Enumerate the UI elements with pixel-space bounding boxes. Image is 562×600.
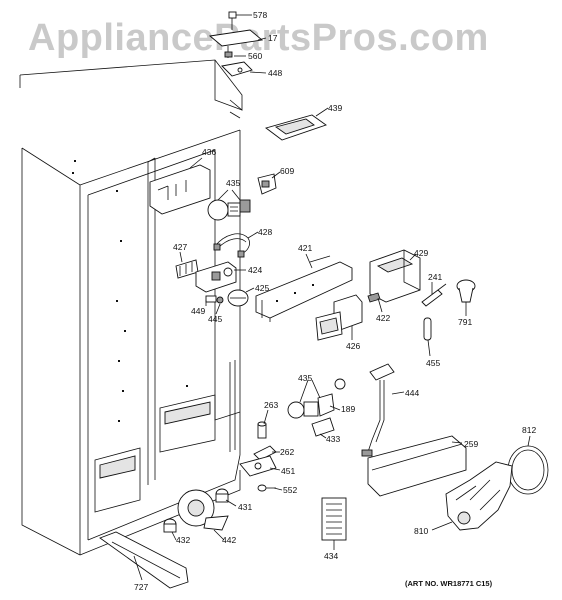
label-422: 422 [376,313,390,323]
part-791-knob [456,279,476,303]
part-425-knob [227,289,249,307]
label-263: 263 [264,400,278,410]
part-427-connector [175,259,199,279]
part-429-control [369,249,421,303]
label-428: 428 [258,227,272,237]
label-432: 432 [176,535,190,545]
label-241: 241 [428,272,442,282]
part-439-shield [265,114,327,141]
label-560: 560 [248,51,262,61]
part-727-trim [99,531,189,589]
label-262: 262 [280,447,294,457]
part-259-cover [367,435,467,497]
label-449: 449 [191,306,205,316]
label-421: 421 [298,243,312,253]
hinge-assembly [208,11,264,77]
part-445-light [216,296,224,304]
part-424-switch-assembly [195,261,237,293]
label-810: 810 [414,526,428,536]
label-439: 439 [328,103,342,113]
part-241-sensor [421,283,447,307]
label-425: 425 [255,283,269,293]
part-552-screw [257,484,276,492]
part-428-harness [213,233,250,258]
label-17: 17 [268,33,278,43]
part-labels: 578 17 560 448 439 436 609 435 428 427 4… [134,10,536,592]
part-455-tube [423,317,432,341]
part-810-shroud [445,461,513,531]
art-number: (ART NO. WR18771 C15) [405,579,493,588]
part-451-bracket [239,455,277,477]
part-434-grille [321,497,347,541]
part-433-socket [311,417,335,437]
part-449-clip [205,295,217,303]
part-435-bulb-lower [287,378,346,419]
part-812-hose [507,445,549,495]
label-429: 429 [414,248,428,258]
part-435-bulb-upper [207,199,251,221]
part-422-clip [367,292,381,303]
part-432-bushing [163,518,177,533]
label-435-upper: 435 [226,178,240,188]
label-431: 431 [238,502,252,512]
label-552: 552 [283,485,297,495]
label-424: 424 [248,265,262,275]
part-431-knob [215,488,229,503]
part-609-socket [257,173,277,195]
label-445: 445 [208,314,222,324]
label-433: 433 [326,434,340,444]
label-727: 727 [134,582,148,592]
label-426: 426 [346,341,360,351]
label-448: 448 [268,68,282,78]
part-442-damper [177,489,229,531]
label-791: 791 [458,317,472,327]
label-442: 442 [222,535,236,545]
label-812: 812 [522,425,536,435]
part-444-cable [361,363,395,457]
label-451: 451 [281,466,295,476]
label-259: 259 [464,439,478,449]
part-263-fitting [257,421,267,439]
label-436: 436 [202,147,216,157]
label-444: 444 [405,388,419,398]
label-435-lower: 435 [298,373,312,383]
part-421-housing [255,255,353,322]
part-426-module [315,294,363,341]
label-455: 455 [426,358,440,368]
label-578: 578 [253,10,267,20]
part-436-light-housing [149,164,211,215]
label-434: 434 [324,551,338,561]
leader-lines [133,14,531,581]
label-609: 609 [280,166,294,176]
cabinet-liner [19,59,243,556]
label-427: 427 [173,242,187,252]
label-189: 189 [341,404,355,414]
